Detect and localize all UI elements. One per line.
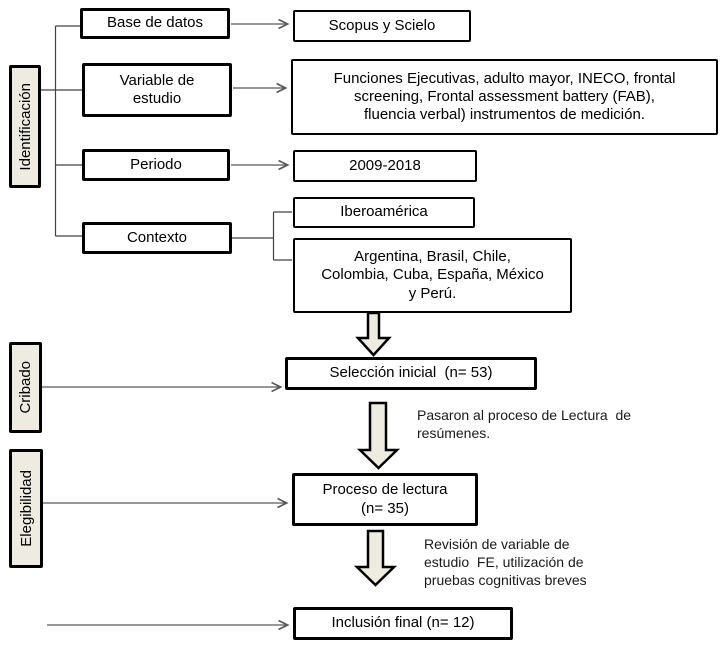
note-revision: Revisión de variable de estudio FE, util… — [424, 536, 587, 588]
box-periodo-valor: 2009-2018 — [293, 150, 477, 182]
box-keywords: Funciones Ejecutivas, adulto mayor, INEC… — [291, 59, 718, 135]
stage-cribado-label: Cribado — [17, 361, 34, 414]
box-paises: Argentina, Brasil, Chile, Colombia, Cuba… — [293, 238, 572, 313]
box-periodo: Periodo — [82, 149, 230, 181]
stage-cribado: Cribado — [9, 342, 42, 433]
block-arrow-down-2 — [356, 401, 401, 470]
block-arrow-down-1 — [355, 311, 392, 357]
box-variable-de-estudio: Variable de estudio — [82, 63, 232, 117]
stage-elegibilidad: Elegibilidad — [9, 449, 43, 568]
box-scopus-scielo: Scopus y Scielo — [293, 10, 471, 42]
box-iberoamerica: Iberoamérica — [293, 197, 475, 228]
stage-elegibilidad-label: Elegibilidad — [17, 470, 35, 547]
box-proceso-lectura: Proceso de lectura (n= 35) — [292, 473, 478, 526]
stage-identificacion-label: Identificación — [16, 82, 34, 171]
block-arrow-down-3 — [353, 529, 398, 587]
box-contexto: Contexto — [82, 222, 232, 254]
box-seleccion-inicial: Selección inicial (n= 53) — [285, 357, 537, 390]
box-inclusion-final: Inclusión final (n= 12) — [293, 607, 513, 640]
box-base-de-datos: Base de datos — [80, 8, 230, 39]
stage-identificacion: Identificación — [9, 65, 41, 188]
note-pasaron: Pasaron al proceso de Lectura de resúmen… — [417, 407, 632, 441]
